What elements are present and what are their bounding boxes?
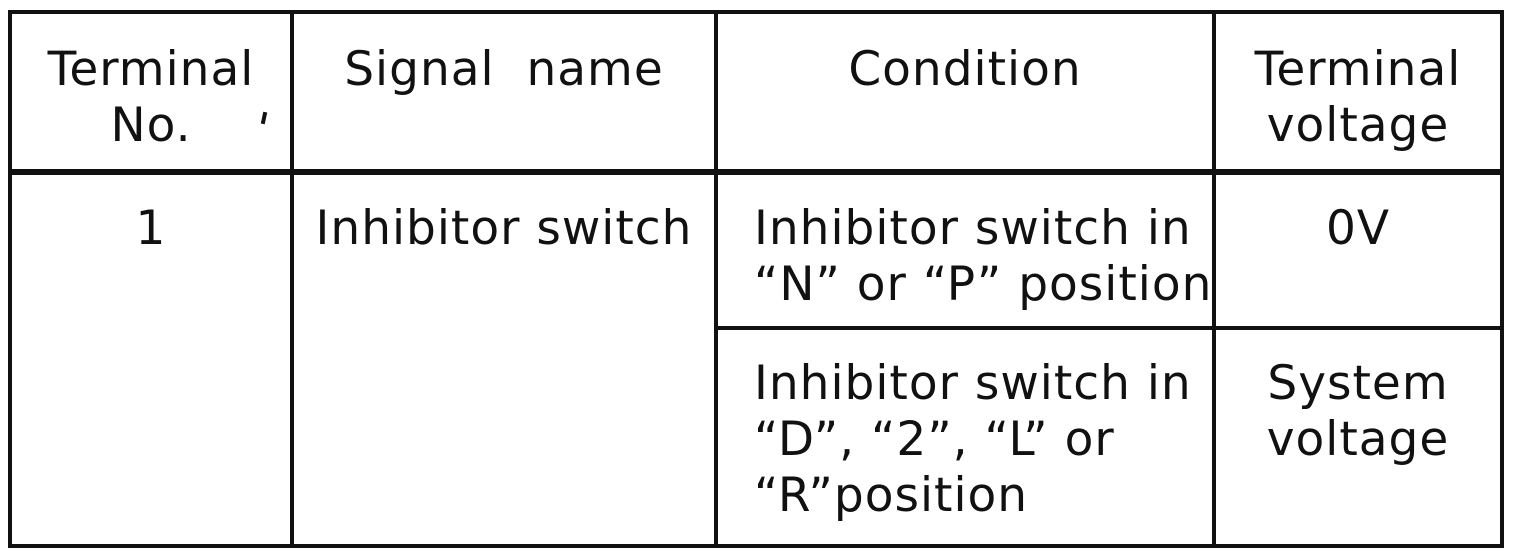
header-terminal-no-line-1: Terminal (47, 42, 255, 97)
voltage-cell: 0V (1212, 170, 1504, 330)
terminal-no-cell: 1 (8, 170, 294, 548)
condition-line-1: Inhibitor switch in (754, 356, 1192, 411)
condition-line-2: “D”, “2”, “L” or (754, 412, 1115, 467)
terminal-spec-table: Terminal No. Signal name Condition Termi… (8, 10, 1504, 548)
header-signal-name-text: Signal name (344, 42, 664, 97)
header-terminal-voltage-line-2: voltage (1266, 98, 1450, 153)
header-condition: Condition (714, 10, 1216, 175)
signal-name-cell: Inhibitor switch (290, 170, 718, 548)
voltage-line-1: System (1267, 356, 1449, 411)
condition-cell: Inhibitor switch in “D”, “2”, “L” or “R”… (714, 326, 1216, 548)
signal-name-value: Inhibitor switch (315, 201, 693, 256)
table-row: Inhibitor switch in “D”, “2”, “L” or “R”… (10, 326, 1504, 548)
voltage-cell: System voltage (1212, 326, 1504, 548)
header-signal-name: Signal name (290, 10, 718, 175)
header-terminal-no-line-2: No. (110, 98, 192, 153)
table-row: 1 Inhibitor switch Inhibitor switch in “… (8, 170, 1504, 548)
condition-line-1: Inhibitor switch in (754, 201, 1192, 256)
header-row: Terminal No. Signal name Condition Termi… (8, 10, 1504, 175)
voltage-value: 0V (1325, 201, 1391, 256)
condition-line-3: “R”position (754, 468, 1029, 523)
header-condition-text: Condition (848, 42, 1082, 97)
voltage-line-2: voltage (1266, 412, 1450, 467)
header-terminal-voltage-line-1: Terminal (1254, 42, 1462, 97)
header-terminal-no: Terminal No. (8, 10, 294, 175)
condition-line-2: “N” or “P” position (754, 257, 1213, 312)
condition-cell: Inhibitor switch in “N” or “P” position (714, 170, 1216, 330)
header-terminal-voltage: Terminal voltage (1212, 10, 1504, 175)
terminal-no-value: 1 (135, 201, 167, 256)
